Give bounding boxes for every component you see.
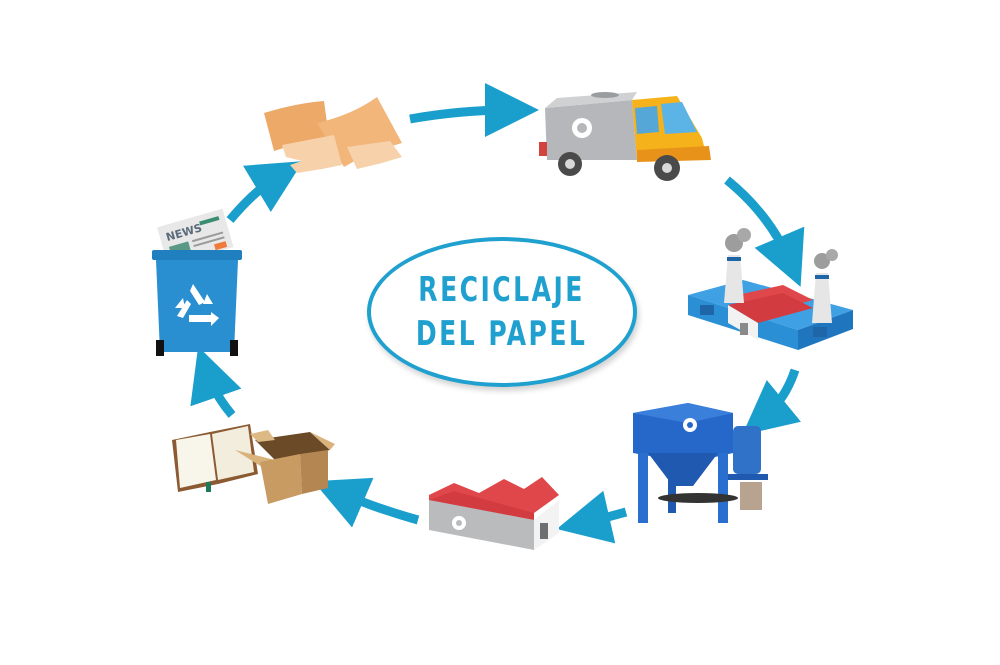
arrow-machine-to-mill: [556, 490, 628, 544]
arrow-paper-to-truck: [409, 83, 539, 138]
pulper-machine-icon: [633, 403, 768, 523]
book-and-box-icon: [172, 424, 335, 504]
scrap-paper-icon: [264, 97, 402, 173]
diagram-title-oval: RECICLAJE DEL PAPEL: [367, 237, 637, 387]
arrow-bin-to-paper: [226, 161, 304, 223]
arrow-factory-to-machine: [742, 368, 801, 436]
recycle-symbol-icon: [175, 284, 219, 326]
arrow-truck-to-factory: [724, 176, 805, 287]
factory-icon: [688, 228, 853, 350]
open-book-icon: [172, 424, 258, 492]
recycling-truck-icon: [539, 92, 711, 181]
title-line-2: DEL PAPEL: [416, 314, 588, 354]
arrow-mill-to-products: [313, 477, 420, 528]
title-line-1: RECICLAJE: [418, 270, 586, 310]
recycle-bin-icon: NEWS: [152, 208, 242, 356]
cardboard-box-icon: [235, 430, 335, 504]
arrow-products-to-bin: [190, 346, 242, 418]
warehouse-icon: [429, 477, 559, 550]
